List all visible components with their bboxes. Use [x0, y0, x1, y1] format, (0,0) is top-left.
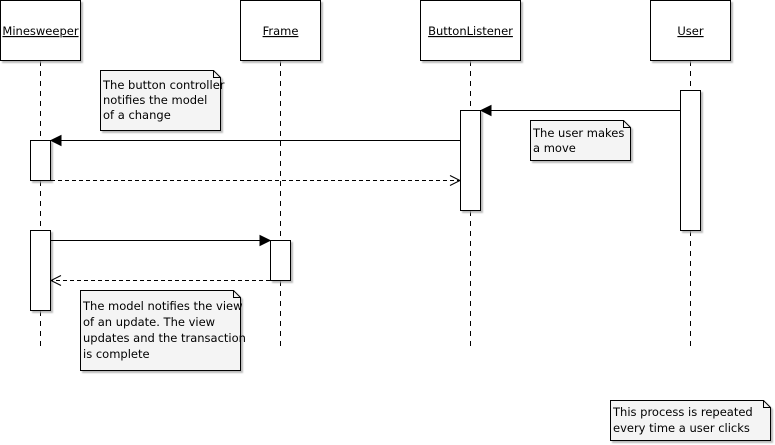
note-model-view[interactable] — [80, 290, 241, 371]
note-model-view-line-2: of an update. The view — [83, 315, 215, 329]
note-repeat[interactable] — [610, 400, 771, 441]
note-user-move-fold — [623, 120, 631, 128]
arrowhead-return-minesweeper-to-buttonlistener — [449, 175, 462, 186]
note-model-view-line-1: The model notifies the view — [82, 299, 243, 313]
lifeline-label-minesweeper: Minesweeper — [2, 24, 78, 38]
note-controller-line-1: The button controller — [102, 78, 225, 92]
lifeline-box-frame[interactable] — [240, 0, 321, 61]
lifeline-box-buttonlistener[interactable] — [420, 0, 521, 61]
note-controller-line-3: of a change — [103, 108, 171, 122]
note-user-move[interactable] — [530, 120, 631, 161]
arrowhead-minesweeper-to-frame — [259, 234, 272, 247]
arrowhead-buttonlistener-to-minesweeper — [49, 134, 62, 147]
note-controller-line-2: notifies the model — [103, 93, 207, 107]
activation-minesweeper-2[interactable] — [30, 230, 51, 311]
note-repeat-line-2: every time a user clicks — [613, 421, 750, 435]
note-repeat-line-1: This process is repeated — [612, 405, 753, 419]
lifeline-box-minesweeper[interactable] — [0, 0, 81, 61]
note-repeat-fold — [763, 400, 771, 408]
activation-minesweeper-1[interactable] — [30, 140, 51, 181]
note-user-move-line-2: a move — [533, 141, 576, 155]
lifeline-label-user: User — [677, 24, 703, 38]
lifeline-label-buttonlistener: ButtonListener — [428, 24, 513, 38]
lifeline-box-user[interactable] — [650, 0, 731, 61]
note-model-view-line-3: updates and the transaction — [83, 331, 246, 345]
activation-buttonlistener[interactable] — [460, 110, 481, 211]
note-controller[interactable] — [100, 70, 221, 131]
arrowhead-user-to-buttonlistener — [479, 104, 492, 117]
note-user-move-line-1: The user makes — [532, 126, 624, 140]
note-model-view-line-4: is complete — [83, 347, 150, 361]
note-controller-fold — [213, 70, 221, 78]
note-model-view-fold — [233, 290, 241, 298]
arrowhead-return-frame-to-minesweeper — [49, 275, 62, 286]
activation-user[interactable] — [680, 90, 701, 231]
activation-frame[interactable] — [270, 240, 291, 281]
lifeline-label-frame: Frame — [263, 24, 299, 38]
